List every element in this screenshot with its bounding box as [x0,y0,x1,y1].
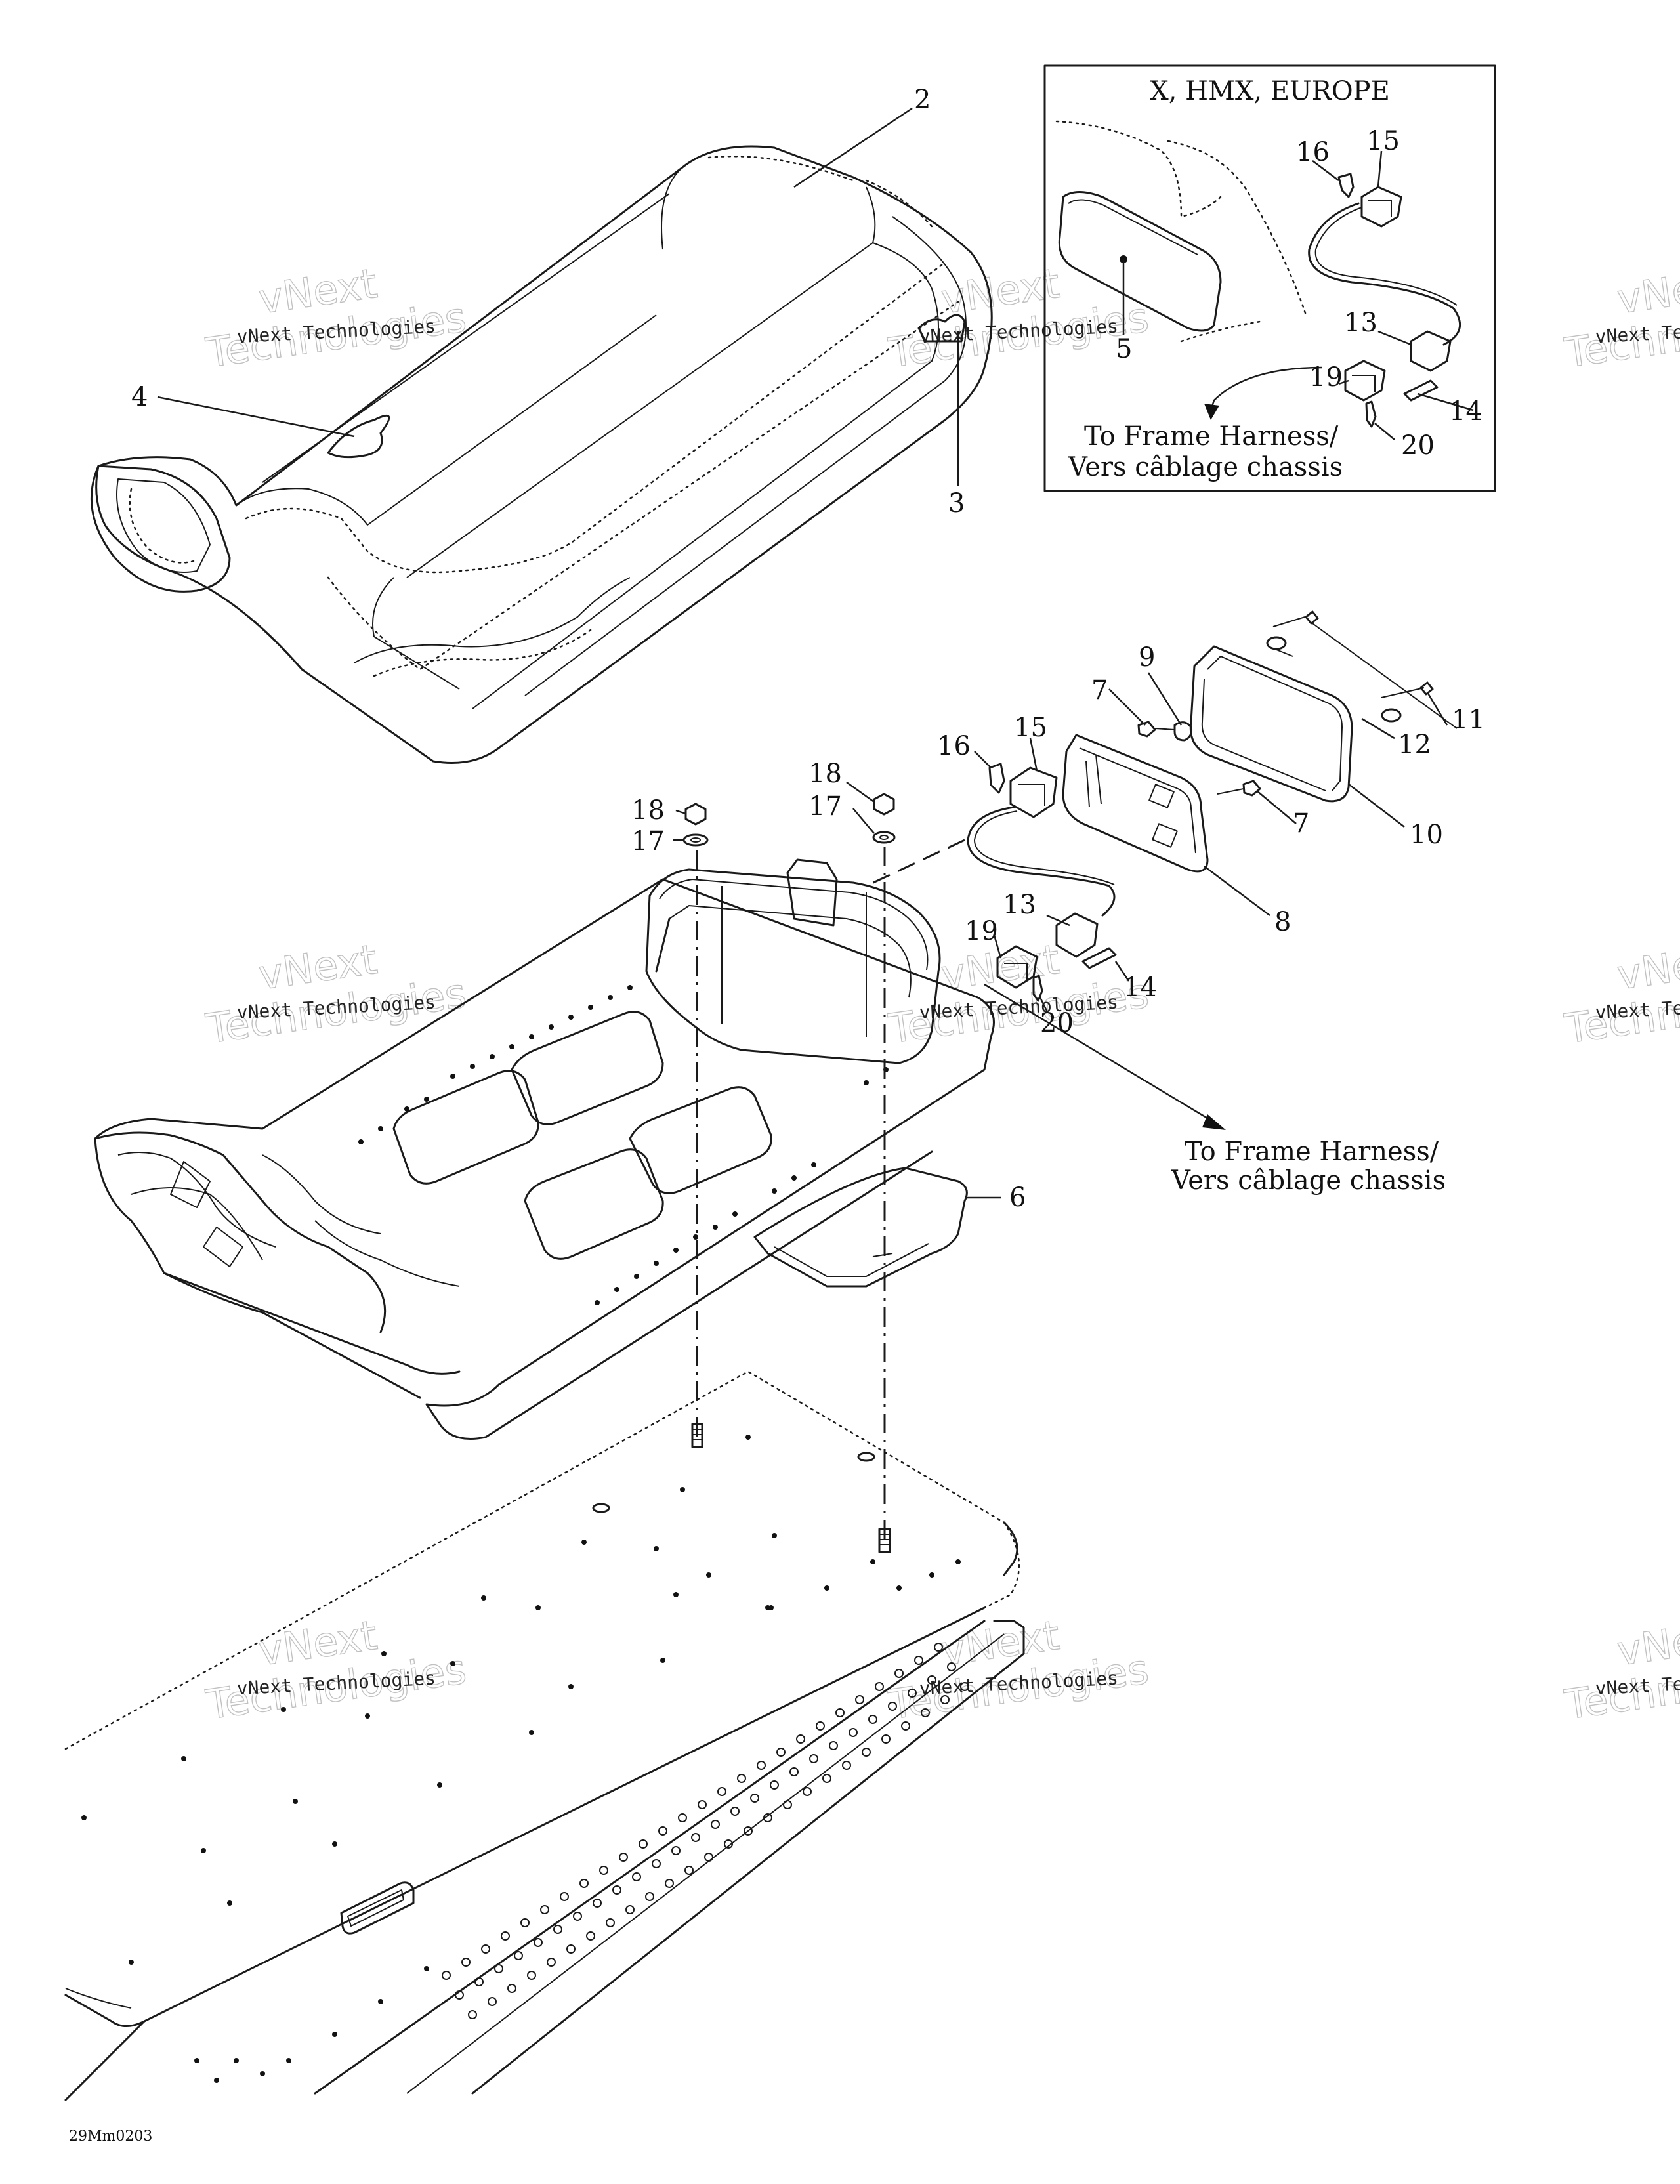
callout-7-lower: 7 [1293,808,1309,839]
frame-harness-note: To Frame Harness/ Vers câblage chassis [1171,1137,1446,1196]
watermark-line1: vNext [1614,1611,1680,1675]
callout-19: 19 [965,916,998,946]
inset-callout-19: 19 [1309,362,1343,392]
watermark: vNext Technologies vNext Technologies [203,1610,470,1729]
inset-callout-15: 15 [1366,126,1400,156]
seat-drawing [90,145,993,764]
fasteners [682,793,896,1553]
watermark-line1: vNext [1614,935,1680,999]
taillight-assembly [1062,610,1458,873]
drawing-code: 29Mm0203 [69,2128,152,2145]
callout-10: 10 [1410,820,1443,850]
callout-6: 6 [1009,1183,1026,1213]
callout-13: 13 [1003,890,1036,920]
inset-callout-13: 13 [1344,308,1377,338]
leaders [157,107,1448,1199]
callout-8: 8 [1274,907,1291,937]
callout-14: 14 [1124,973,1157,1003]
watermark: vNext Technologies vNext Technologies [1561,259,1680,377]
base-holes [358,985,889,1305]
callout-17-left: 17 [631,826,665,856]
inset-callout-20: 20 [1401,430,1435,461]
main-note-line1: To Frame Harness/ [1185,1137,1439,1167]
inset-callout-5: 5 [1116,334,1132,364]
callout-18-left: 18 [631,795,665,826]
watermark-line1: vNext [1614,259,1680,323]
watermark: vNext Technologies vNext Technologies [885,259,1152,377]
callout-11: 11 [1452,705,1485,735]
tunnel-drawing [64,1370,1025,2101]
callout-7-upper: 7 [1091,675,1108,705]
watermark-group: vNext Technologies vNext Technologies vN… [203,259,1680,1729]
inset-panel: X, HMX, EUROPE [1043,64,1496,492]
callout-20: 20 [1040,1008,1074,1038]
callout-9: 9 [1139,642,1155,673]
running-board-dimples [442,1643,969,2019]
inset-frame [1043,64,1496,492]
callout-17-right: 17 [808,791,842,822]
callout-16: 16 [937,731,971,761]
callout-15: 15 [1014,713,1047,743]
callout-4: 4 [131,382,148,412]
inset-callout-16: 16 [1296,137,1330,167]
callout-2: 2 [914,85,931,115]
callout-12: 12 [1398,730,1431,760]
watermark: vNext Technologies vNext Technologies [1561,1610,1680,1729]
callout-3: 3 [948,488,965,518]
inset-callout-14: 14 [1449,396,1482,427]
inset-note-line2: Vers câblage chassis [1068,452,1343,482]
watermark: vNext Technologies vNext Technologies [203,934,470,1053]
main-note-line2: Vers câblage chassis [1171,1166,1446,1196]
watermark: vNext Technologies vNext Technologies [203,259,470,377]
watermark: vNext Technologies vNext Technologies [1561,934,1680,1053]
callout-18-right: 18 [808,759,842,789]
seat-base-drawing [94,858,995,1440]
harness-assembly [866,763,1226,1130]
inset-note-line1: To Frame Harness/ [1084,421,1339,452]
tunnel-rivets [81,1435,961,2083]
callout-numbers: 2 3 4 6 7 7 8 9 10 11 12 13 14 15 16 17 … [131,85,1485,1213]
inset-title: X, HMX, EUROPE [1150,76,1390,106]
